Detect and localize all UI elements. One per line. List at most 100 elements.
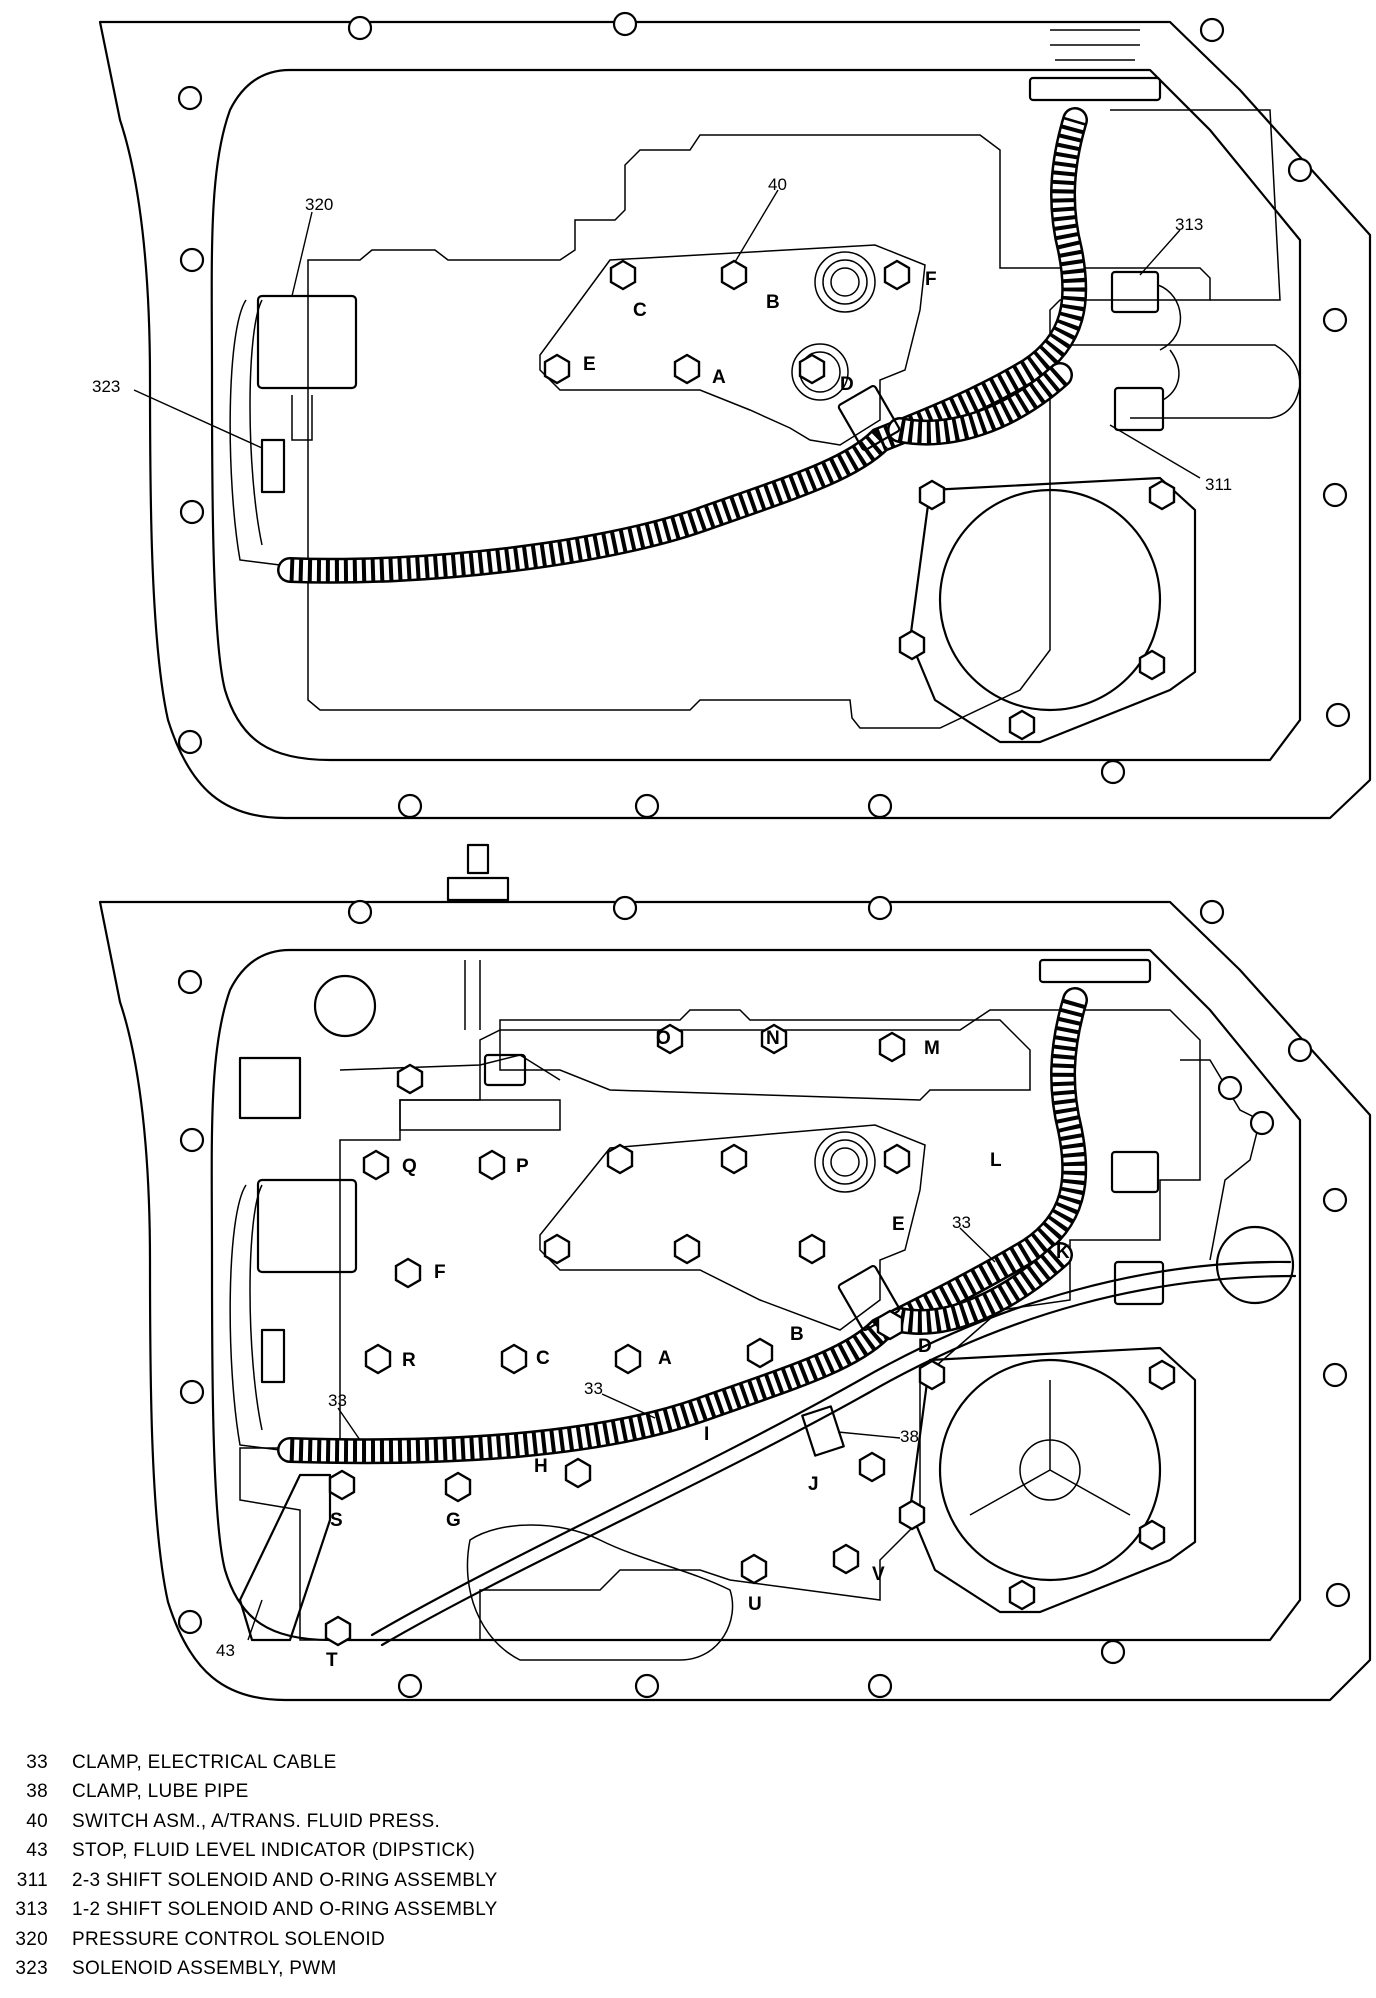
top-harness-core	[279, 109, 1086, 582]
bottom-bolt-label-k: K	[1056, 1242, 1070, 1263]
bottom-pwm-leads	[229, 1184, 281, 1451]
legend-row: 320 PRESSURE CONTROL SOLENOID	[0, 1925, 700, 1955]
callout-323: 323	[92, 377, 120, 396]
legend-row: 33 CLAMP, ELECTRICAL CABLE	[0, 1748, 700, 1778]
dipstick-tube-base	[446, 876, 510, 902]
top-valve-body-plate	[307, 134, 1211, 729]
legend-row: 313 1-2 SHIFT SOLENOID AND O-RING ASSEMB…	[0, 1896, 700, 1926]
bottom-bolt-label-b: B	[790, 1324, 804, 1345]
top-bolt-label-e: E	[583, 354, 596, 375]
bottom-valve-body-plate	[239, 1009, 1201, 1641]
pwm-solenoid	[260, 438, 286, 494]
pressure-switch-connector	[837, 384, 901, 452]
top-servo-cover	[908, 476, 1197, 744]
pwm-solenoid-leads	[229, 299, 281, 566]
top-bolt-label-d: D	[840, 374, 854, 395]
shift-solenoid-1-2	[1110, 270, 1160, 314]
top-bolt-label-b: B	[766, 292, 780, 313]
legend-number: 43	[26, 1840, 48, 1862]
shift-solenoid-leads	[1157, 284, 1182, 401]
callout-38: 38	[900, 1427, 919, 1446]
top-view: 320 40 313 323 311 A B C D E F	[92, 11, 1372, 820]
bottom-bolt-label-g: G	[446, 1510, 461, 1531]
bottom-harness-branch-corrugation	[897, 1246, 1068, 1333]
lube-pipe-inner	[380, 1274, 1297, 1647]
bottom-bolt-label-h: H	[534, 1456, 548, 1477]
bottom-servo-spokes	[969, 1380, 1131, 1516]
top-harness-branch-corrugation	[897, 366, 1068, 444]
callout-33-left: 33	[328, 1391, 347, 1410]
legend-number: 323	[15, 1958, 48, 1980]
bottom-switch-hatch	[814, 1131, 876, 1193]
bottom-filter-region	[466, 1524, 734, 1661]
bottom-bolt-label-t: T	[326, 1650, 338, 1671]
top-bolt-label-a: A	[712, 367, 726, 388]
legend-row: 40 SWITCH ASM., A/TRANS. FLUID PRESS.	[0, 1807, 700, 1837]
bottom-lube-fitting	[1215, 1225, 1295, 1305]
bottom-pan-inner-outline	[210, 948, 1302, 1642]
bottom-bolt-label-a: A	[658, 1348, 672, 1369]
bottom-bolt-label-m: M	[924, 1038, 940, 1059]
legend-description: PRESSURE CONTROL SOLENOID	[72, 1928, 385, 1950]
top-bolt-label-f: F	[925, 269, 937, 290]
top-valve-bolts	[543, 259, 1176, 741]
legend-row: 38 CLAMP, LUBE PIPE	[0, 1778, 700, 1808]
bottom-bolt-label-q: Q	[402, 1156, 417, 1177]
top-channel-upper	[1110, 109, 1281, 301]
bottom-pressure-control-solenoid	[256, 1178, 358, 1274]
bottom-square-pad	[238, 1056, 302, 1120]
legend-description: SOLENOID ASSEMBLY, PWM	[72, 1958, 337, 1980]
bottom-bolt-label-d: D	[918, 1336, 932, 1357]
legend-row: 43 STOP, FLUID LEVEL INDICATOR (DIPSTICK…	[0, 1837, 700, 1867]
callout-40: 40	[768, 175, 787, 194]
legend-row: 311 2-3 SHIFT SOLENOID AND O-RING ASSEMB…	[0, 1866, 700, 1896]
dipstick-stop	[238, 1473, 332, 1642]
bottom-bolt-label-o: O	[656, 1028, 671, 1049]
bottom-bolt-label-r: R	[402, 1350, 416, 1371]
bottom-bolt-label-p: P	[516, 1156, 529, 1177]
bottom-bolt-label-c: C	[536, 1348, 550, 1369]
top-channel-right	[1060, 344, 1301, 419]
bottom-valve-bolts	[324, 1023, 1176, 1647]
lube-pipe	[370, 1260, 1292, 1637]
bottom-servo-bore	[938, 1358, 1162, 1582]
top-connector-hint	[1050, 29, 1140, 61]
bottom-linkage-connector	[483, 1053, 527, 1087]
legend-description: CLAMP, LUBE PIPE	[72, 1781, 249, 1803]
bottom-switch-plate	[539, 1124, 926, 1331]
top-leader-lines	[133, 189, 1201, 479]
bottom-leader-lines	[247, 1227, 996, 1641]
valve-body-diagram: 320 40 313 323 311 A B C D E F	[92, 11, 1372, 1702]
legend-number: 313	[15, 1899, 48, 1921]
bottom-view: 33 33 33 38 43 A B C D E F G H I J K L M…	[98, 843, 1372, 1702]
bottom-manual-linkage	[339, 1054, 561, 1131]
callout-320: 320	[305, 195, 333, 214]
bottom-pan-outer-outline	[98, 900, 1372, 1702]
top-servo-bore	[938, 488, 1162, 712]
legend-description: STOP, FLUID LEVEL INDICATOR (DIPSTICK)	[72, 1840, 476, 1862]
shift-solenoid-2-3	[1113, 386, 1165, 432]
legend-number: 38	[26, 1781, 48, 1803]
legend-description: SWITCH ASM., A/TRANS. FLUID PRESS.	[72, 1810, 441, 1832]
bottom-vertical-rail	[464, 960, 481, 1030]
callout-43: 43	[216, 1641, 235, 1660]
bottom-bolt-label-i: I	[704, 1424, 709, 1445]
top-pan-bolt-holes	[177, 11, 1351, 819]
pressure-control-solenoid	[256, 294, 358, 390]
legend-description: CLAMP, ELECTRICAL CABLE	[72, 1751, 337, 1773]
top-pan-outer-outline	[98, 20, 1372, 820]
pressure-switch-hatch	[791, 251, 876, 401]
legend-number: 33	[26, 1751, 48, 1773]
bottom-shift-solenoid-2-3	[1113, 1260, 1165, 1306]
bottom-bolt-label-u: U	[748, 1594, 762, 1615]
parts-legend: 33 CLAMP, ELECTRICAL CABLE 38 CLAMP, LUB…	[0, 1748, 700, 1984]
bottom-accumulator-boss	[313, 974, 377, 1038]
bottom-bolt-label-s: S	[330, 1510, 343, 1531]
bottom-shift-solenoid-1-2	[1110, 1150, 1160, 1194]
bottom-bolt-label-j: J	[808, 1474, 819, 1495]
legend-number: 320	[15, 1928, 48, 1950]
dipstick-tube-cap	[466, 843, 490, 875]
bottom-bolt-label-l: L	[990, 1150, 1002, 1171]
bottom-bolt-label-f: F	[434, 1262, 446, 1283]
top-bolt-label-c: C	[633, 300, 647, 321]
